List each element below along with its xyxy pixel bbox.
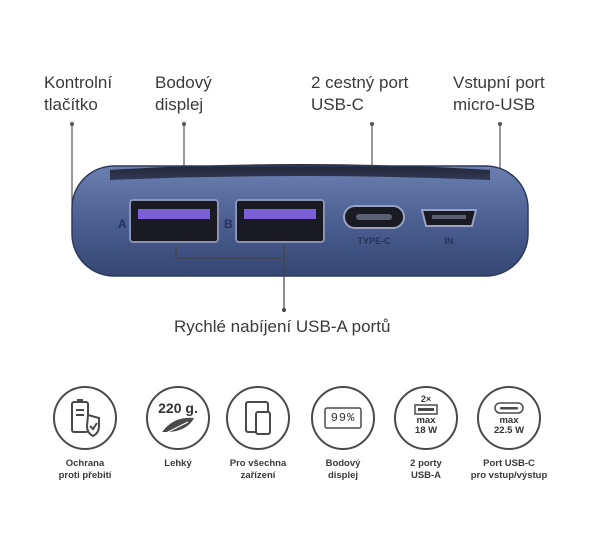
feature-label: Ochrana proti přebití <box>58 458 112 481</box>
feature-all-devices: Pro všechna zařízení <box>218 386 298 482</box>
feature-dot-display: 99% Bodový displej <box>303 386 383 482</box>
usb-a-ports-icon <box>414 404 438 415</box>
in-label: IN <box>445 236 454 246</box>
feature-usb-c-port: max 22.5 W Port USB-C pro vstup/výstup <box>469 386 549 482</box>
feature-usb-a-ports: 2× max 18 W 2 porty USB-A <box>386 386 466 482</box>
port-b-letter: B <box>224 217 233 231</box>
usb-c-port <box>343 205 405 229</box>
feather-weight-icon <box>159 417 194 437</box>
battery-shield-icon <box>71 399 100 438</box>
callout-control-button: Kontrolní tlačítko <box>44 73 113 114</box>
usb-a-max-power: max 18 W <box>414 415 438 436</box>
feature-overcharge-protection: Ochrana proti přebití <box>45 386 125 482</box>
power-bank-illustration: A B TYPE-C IN <box>70 122 529 312</box>
callout-micro-usb-port: Vstupní port micro-USB <box>453 73 545 114</box>
callout-usb-c-port: 2 cestný port USB-C <box>311 73 409 114</box>
usb-c-max-power: max 22.5 W <box>493 415 525 436</box>
devices-icon <box>245 401 271 435</box>
feature-label: Lehký <box>164 458 192 469</box>
feature-label: Bodový displej <box>325 458 361 481</box>
display-value: 99% <box>330 411 356 425</box>
usb-a-count: 2× <box>420 394 432 404</box>
typec-label: TYPE-C <box>357 236 391 246</box>
feature-label: 2 porty USB-A <box>410 458 442 481</box>
usb-a-port-a <box>129 199 219 243</box>
feature-lightweight: 220 g. Lehký <box>138 386 218 470</box>
usb-c-port-icon <box>494 402 524 414</box>
port-a-letter: A <box>118 217 127 231</box>
feature-label: Port USB-C pro vstup/výstup <box>470 458 548 481</box>
weight-value: 220 g. <box>158 400 198 416</box>
feature-label: Pro všechna zařízení <box>229 458 287 481</box>
percent-display-icon <box>324 407 362 429</box>
micro-usb-port <box>420 209 478 227</box>
usb-a-port-b <box>235 199 325 243</box>
callout-dot-display: Bodový displej <box>155 73 212 114</box>
callout-fast-charging: Rychlé nabíjení USB-A portů <box>174 317 391 336</box>
